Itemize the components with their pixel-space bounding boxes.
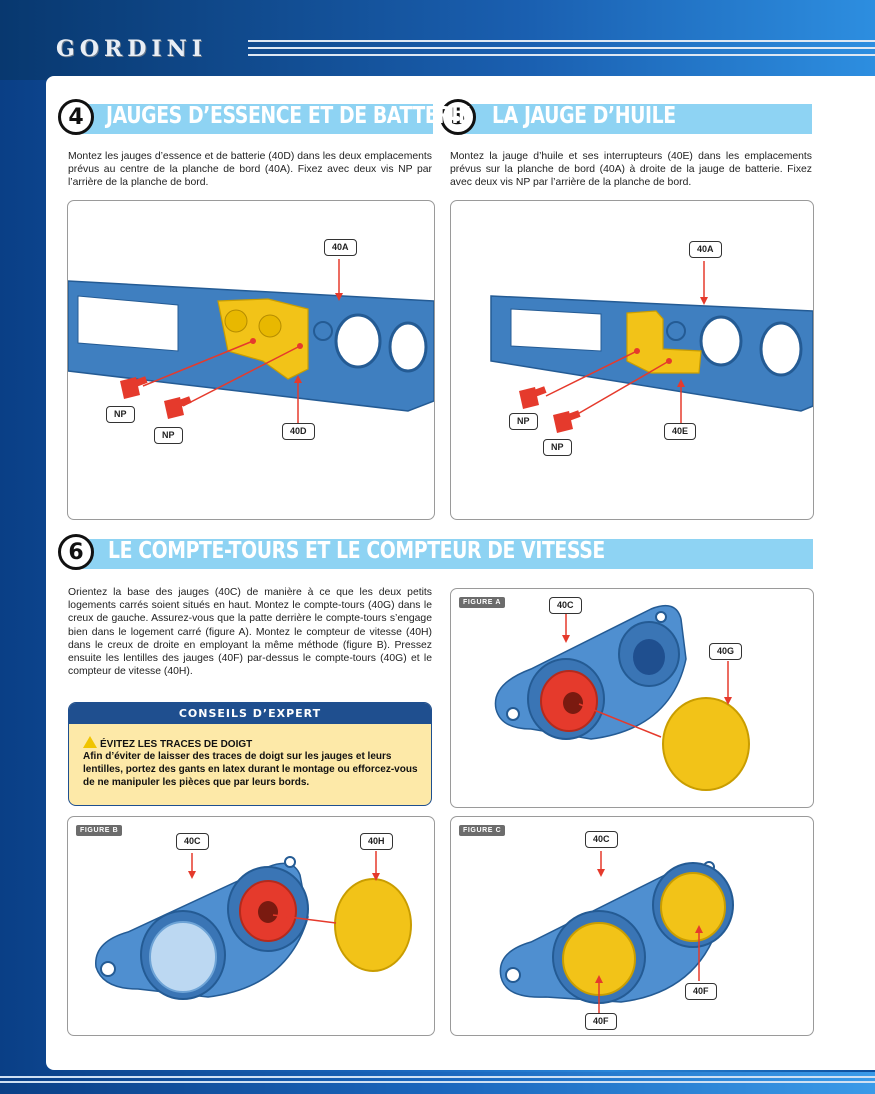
brand-logo: GORDINI [56,36,208,62]
figure-c-panel: FIGURE C 40C 40F 40F [450,816,814,1036]
header-lines [248,40,875,62]
dashboard-oil-gauge-illustration [490,261,813,433]
header-bar: GORDINI [0,0,875,80]
section-band [458,104,812,134]
part-label-40d: 40D [282,423,315,440]
expert-tip-box: CONSEILS D’EXPERT ÉVITEZ LES TRACES DE D… [68,702,432,806]
step-number-5: 5 [440,99,476,135]
tip-body: Afin d’éviter de laisser des traces de d… [83,751,418,788]
part-label-np: NP [154,427,183,444]
part-label-40a: 40A [689,241,722,258]
part-label-40a: 40A [324,239,357,256]
section-5-header: 5 LA JAUGE D’HUILE [440,99,812,135]
figure-a-label: FIGURE A [459,597,505,608]
section-band [76,104,433,134]
dashboard-gauges-illustration [68,259,434,423]
part-label-40c: 40C [549,597,582,614]
section-6-title: LE COMPTE-TOURS ET LE COMPTEUR DE VITESS… [108,538,605,564]
section-4-header: 4 JAUGES D’ESSENCE ET DE BATTERIE [58,99,471,135]
section-band [76,539,813,569]
section-5-text: Montez la jauge d’huile et ses interrupt… [450,151,812,189]
part-label-np: NP [509,413,538,430]
illustration-panel-5: 40A NP NP 40E [450,200,814,520]
part-label-40g: 40G [709,643,743,660]
gauge-base-speedometer-illustration [95,851,412,1000]
figure-b-label: FIGURE B [76,825,123,836]
section-4-text: Montez les jauges d’essence et de batter… [68,151,432,189]
tip-subtitle: ÉVITEZ LES TRACES DE DOIGT [83,736,252,750]
part-label-np: NP [543,439,572,456]
figure-b-panel: FIGURE B 40C 40H [67,816,435,1036]
part-label-40f: 40F [685,983,717,1000]
figure-a-panel: FIGURE A 40C 40G [450,588,814,808]
section-5-title: LA JAUGE D’HUILE [492,103,676,129]
part-label-40f: 40F [585,1013,617,1030]
part-label-40e: 40E [664,423,697,440]
part-label-40c: 40C [585,831,618,848]
tip-subtitle-text: ÉVITEZ LES TRACES DE DOIGT [100,739,253,750]
warning-icon [83,736,97,748]
part-label-np: NP [106,406,135,423]
section-6-text: Orientez la base des jauges (40C) de man… [68,587,432,678]
gauge-lenses-illustration [499,851,734,1013]
part-label-40c: 40C [176,833,209,850]
tip-heading: CONSEILS D’EXPERT [69,703,431,724]
footer-bar [0,1072,875,1094]
step-number-6: 6 [58,534,94,570]
part-label-40h: 40H [360,833,393,850]
section-4-title: JAUGES D’ESSENCE ET DE BATTERIE [106,103,471,129]
gauge-base-tachometer-illustration [494,604,750,791]
illustration-panel-4: 40A NP NP 40D [67,200,435,520]
figure-c-label: FIGURE C [459,825,506,836]
step-number-4: 4 [58,99,94,135]
section-6-header: 6 LE COMPTE-TOURS ET LE COMPTEUR DE VITE… [58,534,813,570]
